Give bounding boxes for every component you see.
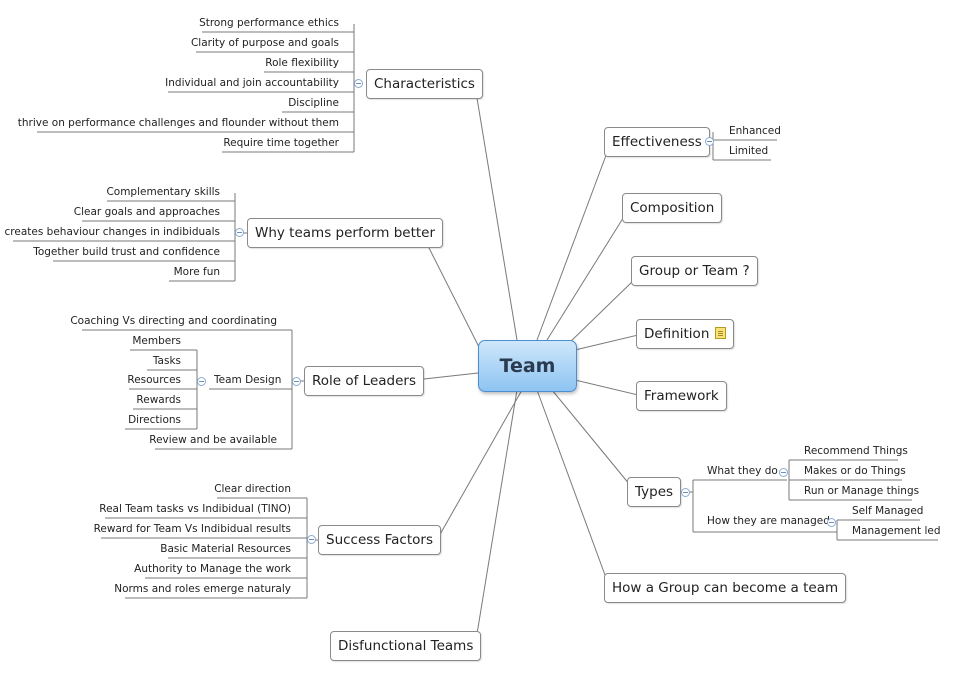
success-factors-item[interactable]: Norms and roles emerge naturaly xyxy=(114,583,291,595)
characteristics-item[interactable]: thrive on performance challenges and flo… xyxy=(17,117,339,129)
topic-why-teams-perform-better[interactable]: Why teams perform better xyxy=(247,218,444,248)
collapse-toggle-success-factors[interactable] xyxy=(307,535,316,544)
types-how-item[interactable]: Management led xyxy=(852,525,941,537)
why-teams-item[interactable]: Complementary skills xyxy=(106,186,220,198)
types-what-item[interactable]: Recommend Things xyxy=(804,445,908,457)
why-teams-item[interactable]: creates behaviour changes in indibiduals xyxy=(4,226,220,238)
collapse-toggle-what-they-do[interactable] xyxy=(779,468,788,477)
success-factors-item[interactable]: Authority to Manage the work xyxy=(134,563,291,575)
team-design-item[interactable]: Tasks xyxy=(152,355,181,367)
types-what-item[interactable]: Run or Manage things xyxy=(804,485,920,497)
collapse-toggle-types[interactable] xyxy=(681,488,690,497)
topic-success-factors[interactable]: Success Factors xyxy=(318,525,441,555)
topic-definition-label: Definition xyxy=(644,326,710,342)
team-design-item[interactable]: Resources xyxy=(127,374,181,386)
characteristics-item[interactable]: Individual and join accountability xyxy=(165,77,339,89)
why-teams-item[interactable]: More fun xyxy=(173,266,220,278)
success-factors-item[interactable]: Clear direction xyxy=(214,483,291,495)
topic-group-or-team[interactable]: Group or Team ? xyxy=(631,256,758,286)
topic-framework[interactable]: Framework xyxy=(636,381,727,411)
topic-characteristics[interactable]: Characteristics xyxy=(366,69,483,99)
types-how-managed[interactable]: How they are managed xyxy=(707,515,830,527)
topic-definition[interactable]: Definition xyxy=(636,319,735,349)
team-design-item[interactable]: Rewards xyxy=(136,394,181,406)
characteristics-item[interactable]: Discipline xyxy=(288,97,339,109)
why-teams-item[interactable]: Together build trust and confidence xyxy=(33,246,220,258)
topic-how-a-group-can-become-a-team[interactable]: How a Group can become a team xyxy=(604,573,847,603)
collapse-toggle-role-of-leaders[interactable] xyxy=(292,377,301,386)
topic-types[interactable]: Types xyxy=(627,477,682,507)
collapse-toggle-characteristics[interactable] xyxy=(354,79,363,88)
collapse-toggle-why-teams[interactable] xyxy=(235,228,244,237)
role-of-leaders-item[interactable]: Review and be available xyxy=(149,434,277,446)
success-factors-item[interactable]: Real Team tasks vs Indibidual (TINO) xyxy=(99,503,291,515)
collapse-toggle-effectiveness[interactable] xyxy=(705,137,714,146)
characteristics-item[interactable]: Clarity of purpose and goals xyxy=(190,37,339,49)
success-factors-item[interactable]: Reward for Team Vs Indibidual results xyxy=(93,523,291,535)
role-of-leaders-item[interactable]: Coaching Vs directing and coordinating xyxy=(70,315,277,327)
team-design-item[interactable]: Directions xyxy=(128,414,181,426)
types-what-item[interactable]: Makes or do Things xyxy=(804,465,906,477)
team-design-item[interactable]: Members xyxy=(132,335,181,347)
characteristics-item[interactable]: Role flexibility xyxy=(265,57,339,69)
team-design-label[interactable]: Team Design xyxy=(214,374,282,386)
effectiveness-item[interactable]: Enhanced xyxy=(729,125,781,137)
characteristics-item[interactable]: Require time together xyxy=(223,137,339,149)
collapse-toggle-how-managed[interactable] xyxy=(827,518,836,527)
types-how-item[interactable]: Self Managed xyxy=(852,505,924,517)
types-what-they-do[interactable]: What they do xyxy=(707,465,778,477)
topic-role-of-leaders[interactable]: Role of Leaders xyxy=(304,366,425,396)
effectiveness-item[interactable]: Limited xyxy=(729,145,769,157)
collapse-toggle-team-design[interactable] xyxy=(197,377,206,386)
why-teams-item[interactable]: Clear goals and approaches xyxy=(73,206,220,218)
note-icon[interactable] xyxy=(715,327,727,339)
topic-disfunctional-teams[interactable]: Disfunctional Teams xyxy=(330,631,482,661)
central-topic-team[interactable]: Team xyxy=(478,340,577,392)
success-factors-item[interactable]: Basic Material Resources xyxy=(160,543,291,555)
topic-composition[interactable]: Composition xyxy=(622,193,723,223)
topic-effectiveness[interactable]: Effectiveness xyxy=(604,127,710,157)
characteristics-item[interactable]: Strong performance ethics xyxy=(199,17,339,29)
